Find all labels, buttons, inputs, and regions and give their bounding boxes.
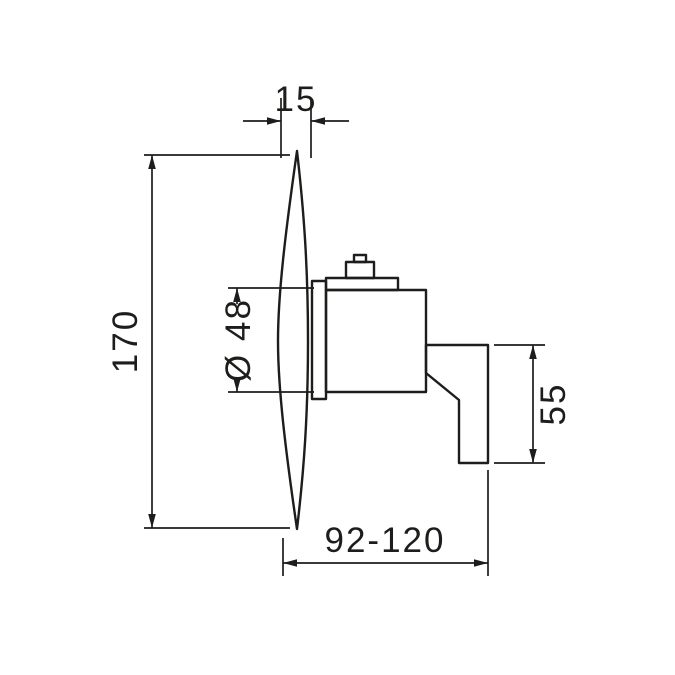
arrow-thickness-right xyxy=(311,117,325,125)
dim-label-installation-depth: 92-120 xyxy=(325,521,446,560)
arrow-diameter-top xyxy=(233,288,241,302)
arrow-depth-right xyxy=(474,559,488,567)
dimension-labels: 15 170 Ø 48 55 92-120 xyxy=(106,80,573,560)
arrow-thickness-left xyxy=(267,117,281,125)
fixture-geometry xyxy=(276,149,490,531)
dim-label-plate-height: 170 xyxy=(106,309,145,373)
escutcheon-plate xyxy=(276,149,310,531)
arrow-diameter-bottom xyxy=(233,378,241,392)
dimension-arrows xyxy=(148,117,537,567)
dimension-lines xyxy=(144,98,545,576)
arrow-height-top xyxy=(148,155,156,169)
dim-label-plate-thickness: 15 xyxy=(275,80,318,119)
lever-handle xyxy=(424,343,490,465)
arrow-handle-bottom xyxy=(529,449,537,463)
arrow-height-bottom xyxy=(148,514,156,528)
valve-body xyxy=(324,288,428,394)
dim-label-cartridge-diameter: Ø 48 xyxy=(219,298,258,382)
arrow-depth-left xyxy=(283,559,297,567)
arrow-handle-top xyxy=(529,345,537,359)
top-knob-stem xyxy=(352,253,368,264)
dim-label-handle-length: 55 xyxy=(534,383,573,426)
